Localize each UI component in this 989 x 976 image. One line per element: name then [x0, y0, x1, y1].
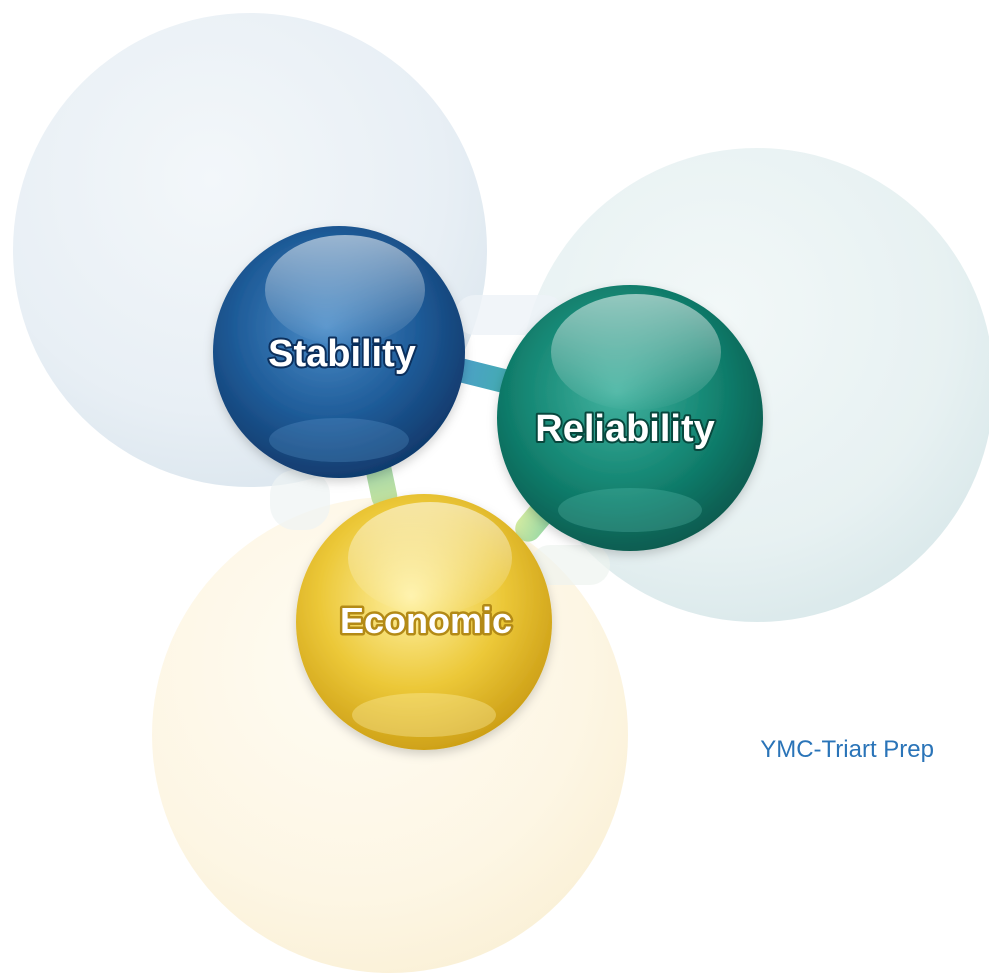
background-spheres [13, 13, 989, 973]
sphere-stability [213, 226, 465, 478]
sphere-economic-gloss [348, 502, 512, 614]
label-reliability: Reliability [535, 408, 715, 450]
product-caption: YMC-Triart Prep [760, 736, 934, 763]
sphere-reliability-gloss [551, 294, 721, 410]
sphere-stability-rim [269, 418, 409, 462]
background-bridge [270, 470, 330, 530]
sphere-reliability [497, 285, 763, 551]
label-stability: Stability [268, 333, 416, 375]
label-economic: Economic [340, 600, 512, 641]
sphere-economic [296, 494, 552, 750]
sphere-economic-rim [352, 693, 496, 737]
sphere-reliability-rim [558, 488, 702, 532]
sphere-stability-gloss [265, 235, 425, 345]
background-bridge [530, 545, 610, 585]
